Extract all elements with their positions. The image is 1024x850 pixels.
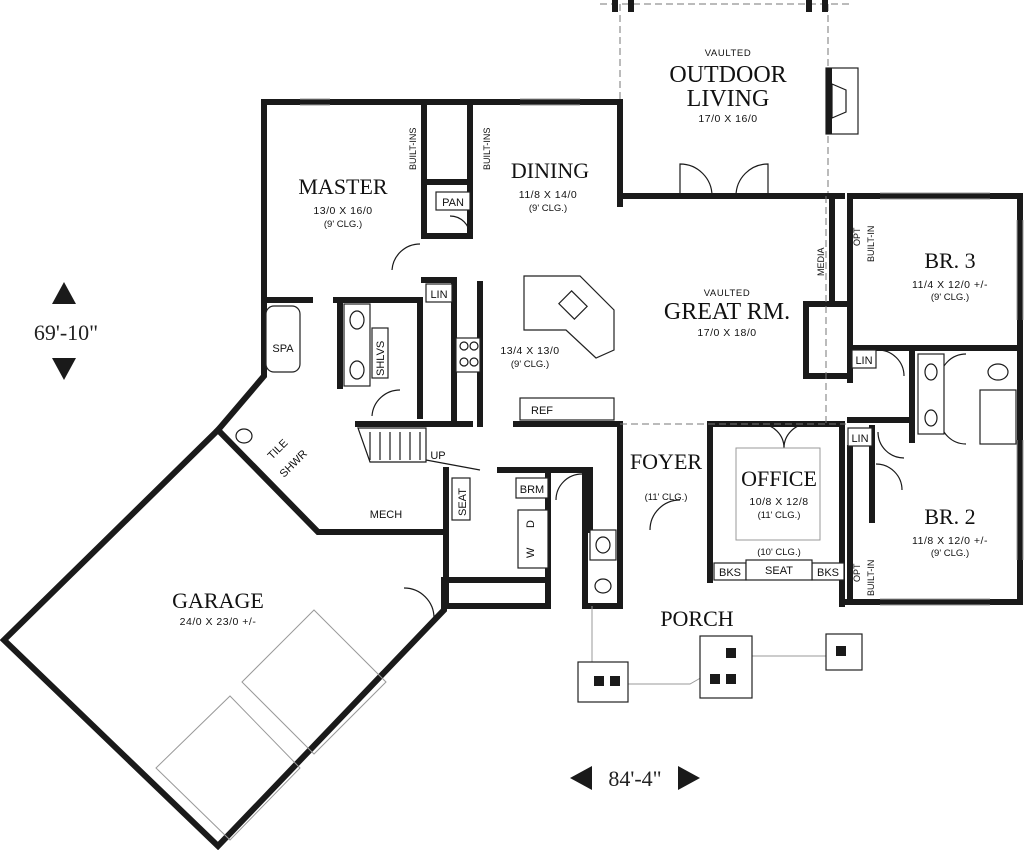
linen-label-kitchen: LIN <box>430 289 447 301</box>
room-labels: VAULTED OUTDOOR LIVING 17/0 X 16/0 MASTE… <box>172 48 988 631</box>
master-size: 13/0 X 16/0 <box>313 205 372 217</box>
porch-name: PORCH <box>660 606 733 631</box>
overall-depth: 69'-10" <box>34 320 98 345</box>
br3-ceiling: (9' CLG.) <box>931 292 969 303</box>
master-name: MASTER <box>298 174 388 199</box>
br2-size: 11/8 X 12/0 +/- <box>912 535 988 547</box>
fridge-label: REF <box>531 405 553 417</box>
garage-doors <box>155 609 387 841</box>
great-vaulted-note: VAULTED <box>704 288 751 299</box>
mech-label: MECH <box>370 509 402 521</box>
builtin-label-br3: BUILT-IN <box>866 226 876 262</box>
linen-label-br2: LIN <box>851 433 868 445</box>
seat-label-mudroom: SEAT <box>457 488 469 516</box>
dryer-label: D <box>525 520 537 528</box>
bath-fixtures <box>235 303 1017 594</box>
outdoor-name-2: LIVING <box>687 86 770 112</box>
porch-outline <box>577 606 863 703</box>
exterior-walls <box>0 99 1023 850</box>
pantry-label: PAN <box>442 197 464 209</box>
br2-ceiling: (9' CLG.) <box>931 548 969 559</box>
builtins-right: BUILT-INS <box>482 128 492 170</box>
kitchen-fixtures <box>455 275 615 421</box>
office-ceiling-2: (10' CLG.) <box>757 547 801 558</box>
outdoor-vaulted-note: VAULTED <box>705 48 752 59</box>
hall-lines <box>620 196 846 425</box>
office-name: OFFICE <box>741 466 817 491</box>
shelves-label: SHLVS <box>375 341 387 376</box>
spa-label: SPA <box>272 343 294 355</box>
br2-name: BR. 2 <box>924 504 975 529</box>
stairs <box>357 427 481 471</box>
office-size: 10/8 X 12/8 <box>749 496 808 508</box>
dining-name: DINING <box>511 158 589 183</box>
builtins-left: BUILT-INS <box>408 128 418 170</box>
seat-label-office: SEAT <box>765 565 793 577</box>
foyer-name: FOYER <box>630 449 702 474</box>
kitchen-size: 13/4 X 13/0 <box>500 345 559 357</box>
kitchen-ceiling: (9' CLG.) <box>511 359 549 370</box>
washer-label: W <box>525 547 537 558</box>
dining-size: 11/8 X 14/0 <box>519 189 577 201</box>
tile-label: TILE <box>266 437 291 462</box>
overall-dimensions: 69'-10" 84'-4" <box>34 320 662 791</box>
great-name: GREAT RM. <box>664 299 790 325</box>
interior-walls <box>261 101 1023 603</box>
media-label: MEDIA <box>816 247 826 276</box>
up-label: UP <box>430 450 445 462</box>
office-ceiling: (11' CLG.) <box>758 510 801 521</box>
broom-label: BRM <box>520 484 544 496</box>
dining-ceiling: (9' CLG.) <box>529 203 567 214</box>
dimension-arrows <box>52 282 700 790</box>
outdoor-fireplace <box>825 67 859 135</box>
small-labels: BUILT-INS BUILT-INS PAN LIN SHLVS SPA TI… <box>266 128 877 596</box>
windows <box>300 98 1024 606</box>
foyer-ceiling: (11' CLG.) <box>645 492 688 503</box>
office-ceiling-outline <box>735 447 821 541</box>
builtin-label-br2: BUILT-IN <box>866 560 876 596</box>
br3-name: BR. 3 <box>924 248 975 273</box>
garage-name: GARAGE <box>172 588 264 613</box>
opt-label-br3: OPT <box>852 227 862 246</box>
opt-label-br2: OPT <box>852 563 862 582</box>
bookshelf-label-right: BKS <box>817 567 839 579</box>
doors <box>371 163 967 619</box>
linen-label-br3: LIN <box>855 355 872 367</box>
bookshelf-label-left: BKS <box>719 567 741 579</box>
garage-size: 24/0 X 23/0 +/- <box>180 616 257 628</box>
great-size: 17/0 X 18/0 <box>697 327 756 339</box>
br3-size: 11/4 X 12/0 +/- <box>912 279 988 291</box>
outdoor-size: 17/0 X 16/0 <box>698 113 757 125</box>
overall-width: 84'-4" <box>608 766 661 791</box>
master-ceiling: (9' CLG.) <box>324 219 362 230</box>
outdoor-name-1: OUTDOOR <box>669 62 786 88</box>
